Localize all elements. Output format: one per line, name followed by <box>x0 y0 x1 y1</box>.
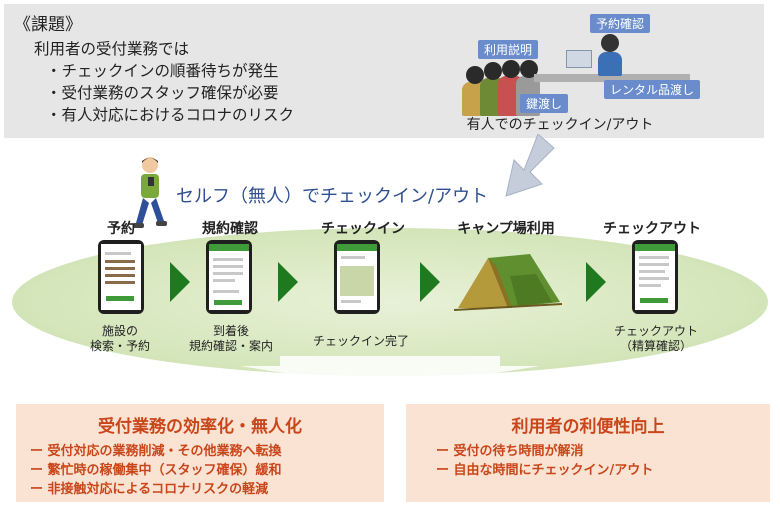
step-label-checkin: チェックイン <box>321 221 405 237</box>
benefit-list: ー 受付対応の業務削減・その他業務へ転換 ー 繁忙時の稼働集中（スタッフ確保）緩… <box>30 442 282 499</box>
caption-line: （精算確認） <box>619 339 692 353</box>
tag-reservation-check: 予約確認 <box>590 14 651 33</box>
issue-title: 《課題》 <box>14 15 82 35</box>
smartphone-icon <box>206 240 252 314</box>
chevron-right-icon <box>586 262 606 302</box>
issue-lead: 利用者の受付業務では <box>34 40 190 58</box>
step-caption-checkin: チェックイン完了 <box>306 334 416 349</box>
staff-head <box>601 34 619 52</box>
issue-lines: 利用者の受付業務では ・チェックインの順番待ちが発生 ・受付業務のスタッフ確保が… <box>34 38 294 126</box>
benefit-title: 受付業務の効率化・無人化 <box>98 417 302 437</box>
chevron-right-icon <box>420 262 440 302</box>
caption-line: チェックアウト <box>613 324 698 338</box>
benefit-item: ー 繁忙時の稼働集中（スタッフ確保）緩和 <box>30 463 282 478</box>
queue-person-head <box>466 66 484 84</box>
tag-usage-explanation: 利用説明 <box>478 40 539 59</box>
phone-screen <box>337 244 377 310</box>
tag-rental-handover: レンタル品渡し <box>604 80 701 99</box>
staff-at-desk-illustration: 予約確認 利用説明 レンタル品渡し 鍵渡し 有人でのチェックイン/アウト <box>434 12 754 136</box>
queue-person-head <box>484 62 502 80</box>
smartphone-icon <box>334 240 380 314</box>
phone-screen <box>635 244 675 310</box>
smartphone-icon <box>632 240 678 314</box>
step-label-camping: キャンプ場利用 <box>457 221 555 237</box>
issue-item: ・受付業務のスタッフ確保が必要 <box>46 84 279 102</box>
step-label-checkout: チェックアウト <box>603 221 701 237</box>
benefit-item: ー 自由な時間にチェックイン/アウト <box>436 463 654 478</box>
issue-item: ・有人対応におけるコロナのリスク <box>46 106 295 124</box>
caption-line: 規約確認・案内 <box>188 339 273 353</box>
staff-scene-caption: 有人でのチェックイン/アウト <box>466 117 654 133</box>
smartphone-icon <box>98 240 144 314</box>
benefit-item: ー 受付対応の業務削減・その他業務へ転換 <box>30 444 282 459</box>
chevron-right-icon <box>170 262 190 302</box>
benefit-box-operator: 受付業務の効率化・無人化 ー 受付対応の業務削減・その他業務へ転換 ー 繁忙時の… <box>16 404 384 502</box>
benefit-item: ー 非接触対応によるコロナリスクの軽減 <box>30 482 269 497</box>
issue-panel: 《課題》 利用者の受付業務では ・チェックインの順番待ちが発生 ・受付業務のスタ… <box>4 4 764 138</box>
step-caption-checkout: チェックアウト （精算確認） <box>606 324 706 354</box>
caption-line: 到着後 <box>212 324 249 338</box>
benefit-title: 利用者の利便性向上 <box>511 417 665 437</box>
caption-line: 検索・予約 <box>89 339 150 353</box>
issue-item: ・チェックインの順番待ちが発生 <box>46 62 279 80</box>
benefit-list: ー 受付の待ち時間が解消 ー 自由な時間にチェックイン/アウト <box>436 442 653 480</box>
chevron-right-icon <box>278 262 298 302</box>
queue-person-head <box>520 60 538 78</box>
walking-person-illustration <box>133 157 167 228</box>
benefit-box-user: 利用者の利便性向上 ー 受付の待ち時間が解消 ー 自由な時間にチェックイン/アウ… <box>406 404 770 502</box>
step-caption-reservation: 施設の 検索・予約 <box>80 324 160 354</box>
step-label-terms: 規約確認 <box>202 221 258 237</box>
caption-line: 施設の <box>101 324 138 338</box>
flow-title: セルフ（無人）でチェックイン/アウト <box>176 186 489 207</box>
laptop-icon <box>566 50 592 68</box>
reception-desk <box>534 74 690 82</box>
benefit-item: ー 受付の待ち時間が解消 <box>436 444 584 459</box>
tag-key-handover: 鍵渡し <box>520 94 569 113</box>
step-caption-terms: 到着後 規約確認・案内 <box>186 324 276 354</box>
down-arrow-icon <box>505 134 555 197</box>
phone-screen <box>209 244 249 310</box>
down-arrow-icon <box>240 356 540 390</box>
step-label-reservation: 予約 <box>107 221 135 237</box>
tent-icon <box>453 254 563 311</box>
queue-person-head <box>502 60 520 78</box>
caption-line: チェックイン完了 <box>312 334 409 348</box>
phone-screen <box>101 244 141 310</box>
staff-body <box>598 52 622 76</box>
map-thumbnail <box>340 266 374 296</box>
